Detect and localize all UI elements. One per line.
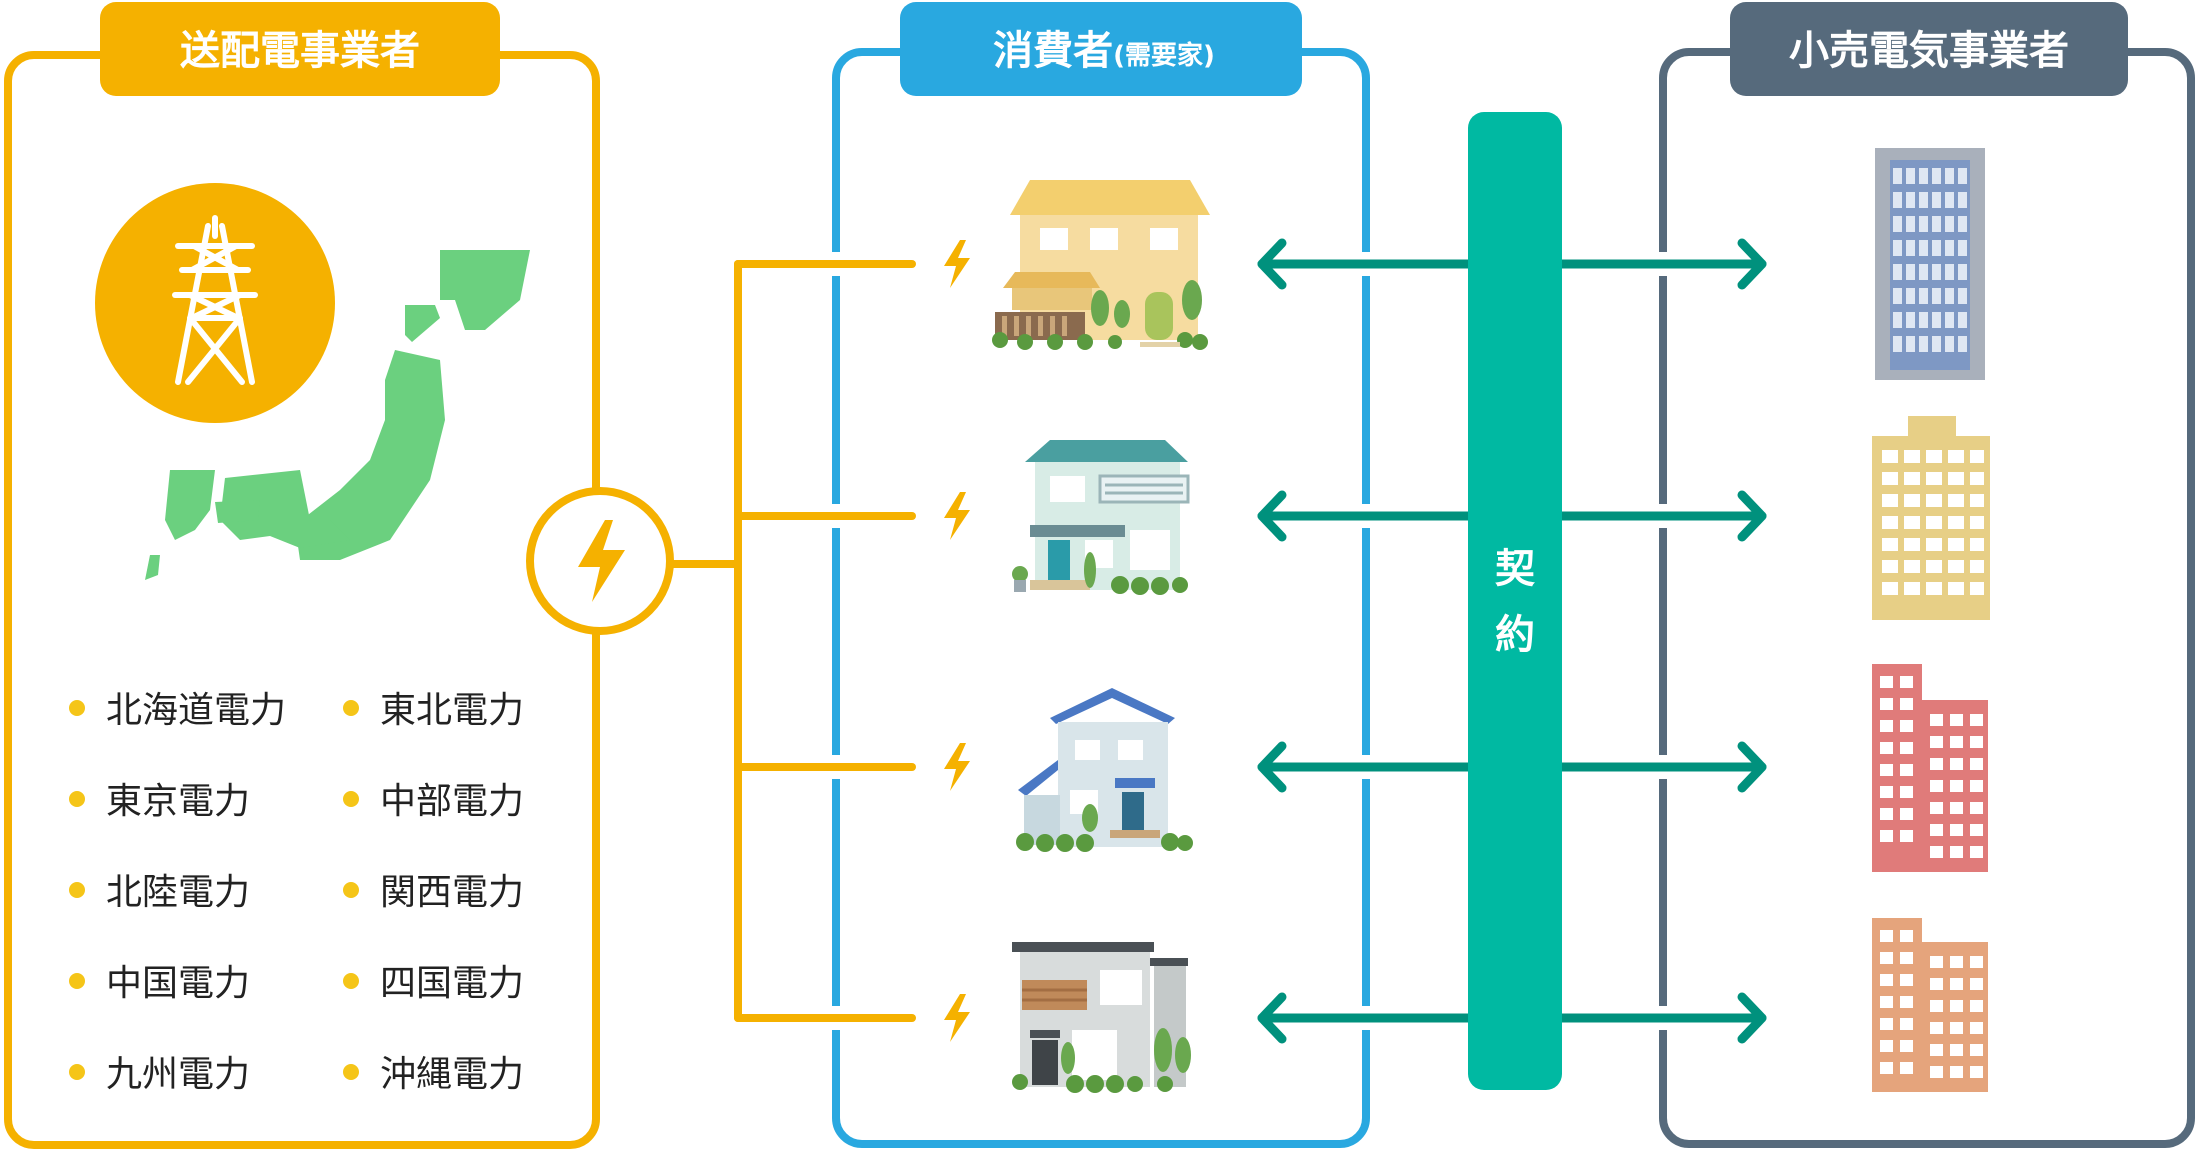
list-bullet [69,1064,85,1080]
contract-arrows [1257,238,1767,1044]
lightning-bolt-icon [944,492,970,540]
consumer-header-label: 消費者(需要家) [993,28,1215,74]
company-label: 関西電力 [380,872,524,913]
consumer-panel: 消費者(需要家) [826,2,1376,1148]
list-bullet [343,973,359,989]
distribution-lines [664,260,916,1022]
company-label: 北海道電力 [106,690,286,731]
retail-header-tab [1730,2,2128,96]
building-orange-icon [1872,918,1988,1092]
list-bullet [69,700,85,716]
power-tower-icon [95,183,335,423]
list-bullet [69,973,85,989]
company-label: 四国電力 [380,963,524,1004]
house-mint-icon [1012,440,1190,595]
list-bullet [343,700,359,716]
company-label: 中国電力 [106,963,250,1004]
lightning-bolt-icon [944,240,970,288]
list-bullet [69,882,85,898]
japan-map-icon [145,250,530,580]
consumer-header-tab [900,2,1302,96]
consumer-sub-label: (需要家) [1113,40,1215,71]
contract-label-char-1: 契 [1495,546,1535,592]
company-label: 中部電力 [380,781,524,822]
transmission-header-label: 送配電事業者 [180,28,420,74]
list-bullet [343,791,359,807]
building-gray-icon [1875,148,1985,380]
company-label: 九州電力 [106,1054,250,1095]
contract-bar: 契 約 [1468,112,1562,1090]
list-bullet [69,791,85,807]
company-label: 北陸電力 [106,872,250,913]
consumer-main-label: 消費者 [993,28,1113,74]
building-beige-icon [1872,416,1990,620]
contract-label-char-2: 約 [1495,612,1535,658]
retail-header-label: 小売電気事業者 [1789,28,2069,74]
company-label: 沖縄電力 [380,1054,524,1095]
list-bullet [343,882,359,898]
transmission-panel: 送配電事業者 [4,2,600,1149]
company-label: 東北電力 [380,690,524,731]
list-bullet [343,1064,359,1080]
transmission-header-tab [100,2,500,96]
house-blue-roof-icon [1016,688,1193,852]
company-list: 北海道電力 東北電力 東京電力 中部電力 北陸電力 関西電力 中国電力 四国電力… [69,690,524,1095]
lightning-bolt-icon [944,743,970,791]
lightning-hub-icon [526,487,674,635]
house-yellow-icon [992,180,1210,350]
company-label: 東京電力 [106,781,250,822]
lightning-bolt-icon [944,994,970,1042]
house-modern-icon [1012,942,1191,1093]
building-red-icon [1872,664,1988,872]
retail-panel: 小売電気事業者 [1650,2,2195,1148]
